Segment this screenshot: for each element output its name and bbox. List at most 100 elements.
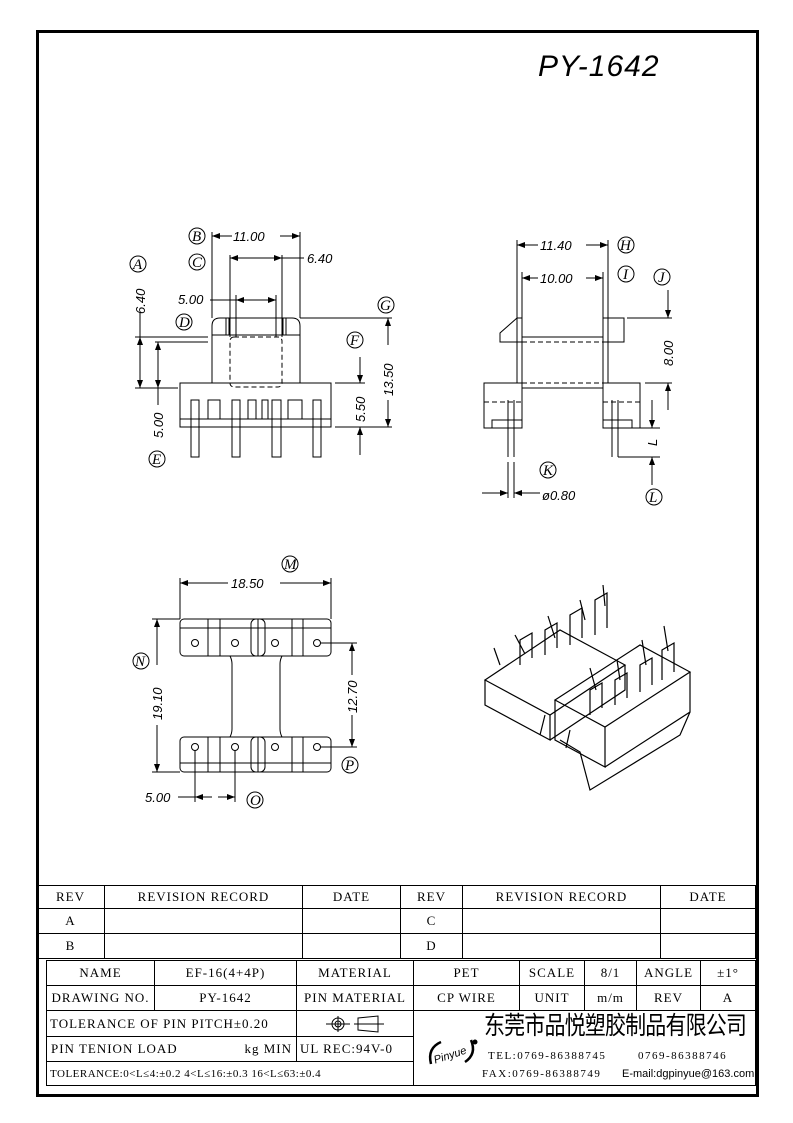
rev-b-record [104,933,303,959]
bottom-view-labels: 18.50 19.10 12.70 5.00 [145,576,360,805]
svg-text:I: I [622,267,629,283]
rev-d: D [400,933,463,959]
part-name: EF-16(4+4P) [154,960,297,986]
company-email: E-mail:dgpinyue@163.com [622,1068,755,1080]
marker-p: P [341,756,359,774]
svg-text:G: G [380,298,391,314]
unit-label: UNIT [519,985,585,1011]
dim-19-10: 19.10 [150,687,165,720]
marker-a: A [129,255,147,273]
pin-tension-load: PIN TENION LOAD kg MIN [46,1036,297,1062]
scale-label: SCALE [519,960,585,986]
unit-value: m/m [584,985,637,1011]
dim-6-40: 6.40 [307,251,333,266]
svg-text:H: H [619,238,632,254]
dim-6-40-vertical: 6.40 [133,288,148,314]
rev-b: B [36,933,105,959]
side-view [482,240,672,498]
pin-load-label: PIN TENION LOAD [51,1041,178,1056]
first-angle-projection-icon [326,1014,384,1033]
pin-material-label: PIN MATERIAL [296,985,414,1011]
rev-a-date [302,908,401,934]
front-view [135,232,392,458]
isometric-view [483,584,692,791]
rev-header-2: REV [400,885,463,909]
svg-text:L: L [648,490,657,506]
ul-rating: UL REC:94V-0 [296,1036,414,1062]
drawing-no: PY-1642 [154,985,297,1011]
company-tel-2: 0769-86388746 [638,1050,728,1062]
dim-13-50: 13.50 [381,363,396,396]
dim-8-00: 8.00 [661,340,676,366]
marker-e: E [148,450,166,468]
rev-a-record [104,908,303,934]
date-header-2: DATE [660,885,756,909]
front-view-labels: 11.00 6.40 5.00 6.40 5.00 13.50 5.50 [133,229,396,438]
rev-header: REV [36,885,105,909]
marker-h: H [617,236,635,254]
marker-l: L [645,488,663,506]
rev-label: REV [636,985,701,1011]
marker-j: J [653,268,671,286]
rev-d-date [660,933,756,959]
dim-12-70: 12.70 [345,680,360,713]
svg-text:B: B [192,229,201,245]
rev-a: A [36,908,105,934]
svg-text:F: F [349,333,360,349]
scale-value: 8/1 [584,960,637,986]
material-value: PET [413,960,520,986]
dim-11-00: 11.00 [233,229,265,244]
projection-symbol [296,1010,414,1037]
marker-i: I [617,265,635,283]
marker-g: G [377,296,395,314]
svg-text:C: C [192,255,203,271]
date-header: DATE [302,885,401,909]
reference-markers: A B C D E F G H I J K L M N O P [129,227,671,809]
company-tel: TEL:0769-86388745 [488,1050,607,1062]
dim-5-00-vertical: 5.00 [151,412,166,438]
svg-text:D: D [178,315,190,331]
rev-c: C [400,908,463,934]
svg-text:Pinyue: Pinyue [432,1045,468,1067]
dim-5-50: 5.50 [353,396,368,422]
dim-5-00: 5.00 [178,292,204,307]
svg-text:E: E [151,452,161,468]
angle-label: ANGLE [636,960,701,986]
marker-m: M [281,555,299,573]
general-tolerance: TOLERANCE:0<L≤4:±0.2 4<L≤16:±0.3 16<L≤63… [46,1061,414,1086]
svg-text:N: N [134,654,146,670]
drawing-no-label: DRAWING NO. [46,985,155,1011]
pin-load-unit: kg MIN [244,1041,292,1056]
dim-18-50: 18.50 [231,576,264,591]
rev-value: A [700,985,756,1011]
drawing-title: PY-1642 [538,50,660,83]
marker-o: O [246,791,264,809]
material-label: MATERIAL [296,960,414,986]
pin-material-value: CP WIRE [413,985,520,1011]
side-view-labels: 11.40 10.00 8.00 L ø0.80 [540,238,676,503]
marker-b: B [188,227,206,245]
svg-text:A: A [132,257,143,273]
company-name: 东莞市品悦塑胶制品有限公司 [484,1011,747,1040]
pinyue-logo: Pinyue [428,1039,478,1067]
revision-record-header: REVISION RECORD [104,885,303,909]
revision-record-header-2: REVISION RECORD [462,885,661,909]
marker-d: D [175,313,193,331]
svg-text:O: O [250,793,261,809]
angle-value: ±1° [700,960,756,986]
bottom-view [152,578,357,802]
svg-text:K: K [542,463,554,479]
dim-pin-diameter: ø0.80 [542,488,576,503]
dim-10-00: 10.00 [540,271,573,286]
marker-c: C [188,253,206,271]
pin-pitch-tolerance: TOLERANCE OF PIN PITCH±0.20 [46,1010,297,1037]
name-label: NAME [46,960,155,986]
company-fax: FAX:0769-86388749 [482,1068,602,1080]
rev-c-record [462,908,661,934]
svg-text:M: M [283,557,298,573]
company-block [413,1010,756,1086]
svg-text:P: P [344,758,354,774]
marker-n: N [132,652,150,670]
svg-text:J: J [658,270,666,286]
